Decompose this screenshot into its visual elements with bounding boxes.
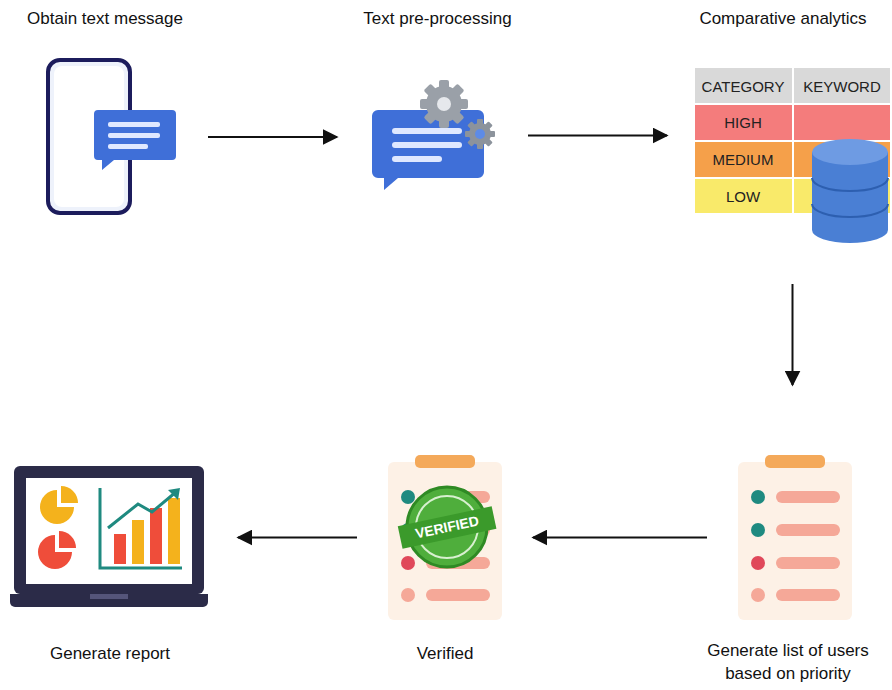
flow-arrow [238,537,357,539]
processing-icon [372,80,495,190]
flow-arrow [208,136,337,138]
report-laptop-icon [10,466,208,607]
table-cell: CATEGORY [702,78,785,95]
step-node: Obtain text message [40,58,180,216]
step-caption: Text pre-processing [330,8,545,31]
step-caption: Comparative analytics [678,8,888,31]
table-cell: LOW [726,188,760,205]
phone-icon [48,60,176,213]
step-node: Verified [385,455,505,620]
verified-list-icon [388,455,502,620]
keyword-table [695,68,890,213]
database-icon [812,139,888,243]
table-cell: MEDIUM [713,151,774,168]
priority-list-icon [738,455,852,620]
step-node: Generate report [10,465,210,607]
step-node: Text pre-processing [365,78,500,193]
step-caption: Generate report [10,643,210,666]
step-caption: Verified [370,643,520,666]
table-cell: KEYWORD [803,78,881,95]
flow-arrow [792,284,794,385]
step-node: Generate list of users based on priority [735,455,855,620]
table-cell: HIGH [724,114,762,131]
step-caption: Generate list of users based on priority [688,640,888,686]
flow-arrow [533,537,707,539]
step-caption: Obtain text message [5,8,205,31]
flow-arrow [528,135,667,137]
